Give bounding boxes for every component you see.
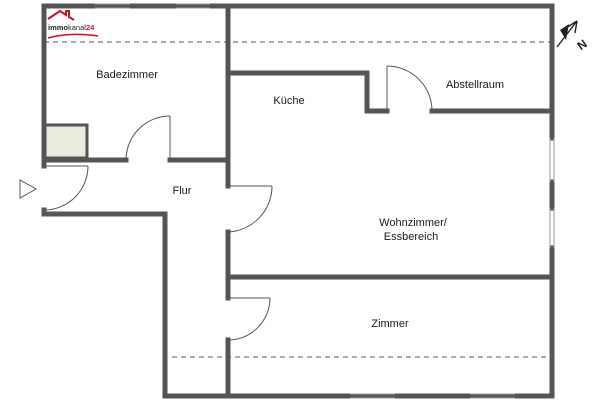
logo-middle: kanal — [68, 23, 86, 32]
walls — [41, 3, 555, 399]
door-badezimmer-icon — [125, 115, 171, 161]
door-zimmer-icon — [227, 297, 271, 341]
windows — [95, 3, 555, 399]
svg-text:immokanal24: immokanal24 — [48, 23, 95, 32]
door-abstellraum-icon — [386, 65, 433, 112]
doors — [43, 65, 433, 341]
door-entrance-icon — [43, 165, 89, 211]
room-label-abstellraum: Abstellraum — [446, 79, 504, 91]
room-label-flur: Flur — [173, 185, 192, 197]
room-label-badezimmer: Badezimmer — [96, 69, 158, 81]
room-label-wohnzimmer-line1: Wohnzimmer/ — [379, 217, 448, 229]
shower-tray-icon — [43, 123, 89, 160]
logo-suffix: 24 — [86, 23, 95, 32]
immokanal-logo: immokanal24 — [47, 9, 99, 39]
entrance-triangle-icon — [19, 179, 38, 199]
logo-roof-icon — [47, 9, 75, 21]
north-arrow-icon: N — [556, 20, 590, 53]
logo-swoosh-icon — [47, 33, 99, 39]
room-label-wohnzimmer-line2: Essbereich — [384, 231, 438, 243]
door-wohnzimmer-icon — [227, 185, 273, 233]
room-label-zimmer: Zimmer — [371, 318, 409, 330]
logo-prefix: immo — [48, 23, 68, 32]
north-label: N — [575, 37, 590, 53]
room-label-kueche: Küche — [273, 95, 304, 107]
